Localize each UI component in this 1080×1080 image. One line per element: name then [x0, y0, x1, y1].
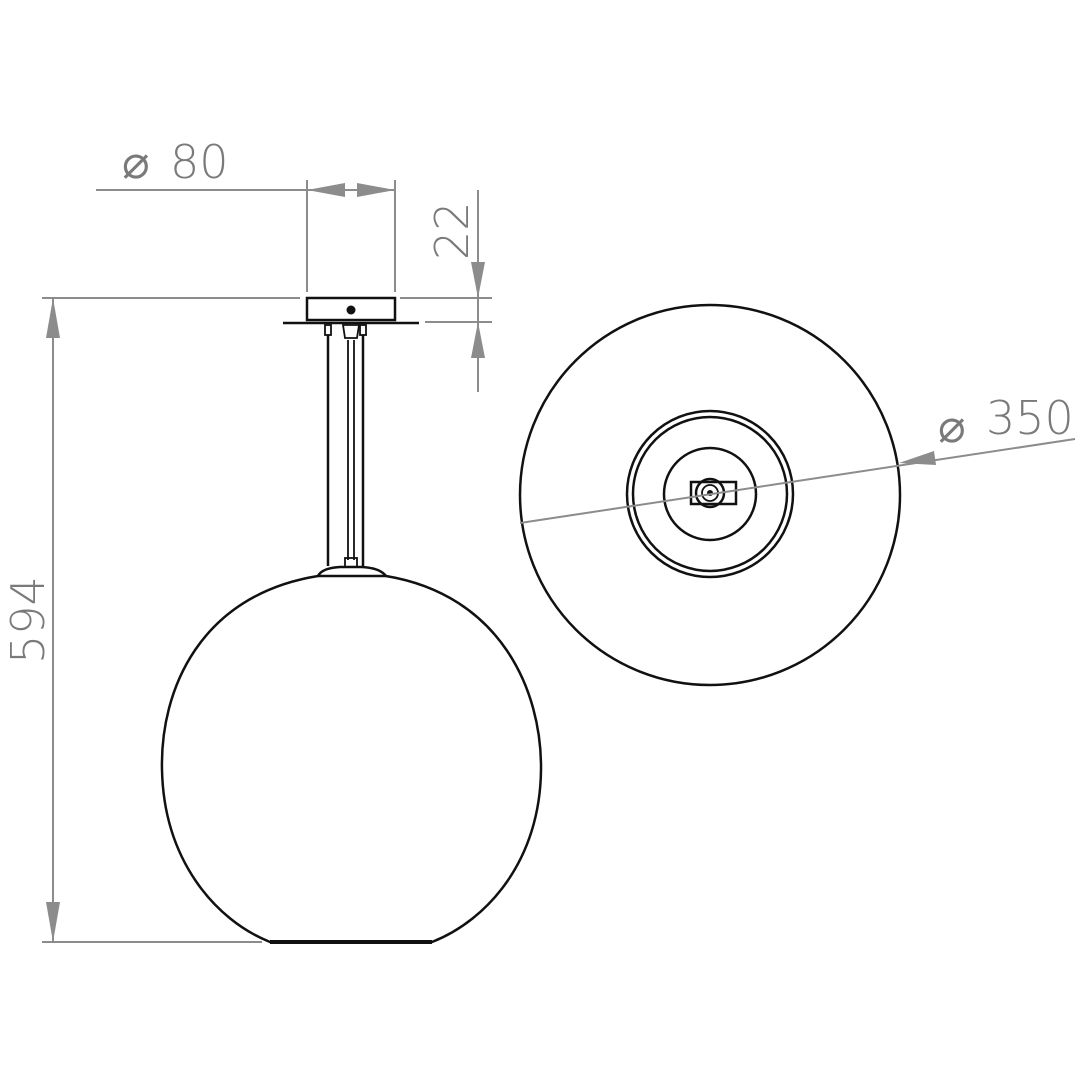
cable-gland [341, 324, 361, 339]
globe-cap [315, 565, 389, 578]
side-view [160, 296, 543, 944]
dimension-total-height: 594 [1, 297, 300, 943]
rod-clamp [344, 557, 358, 568]
dimension-canopy-diameter: ⌀ 80 [96, 135, 396, 292]
globe-diameter-value: 350 [986, 391, 1074, 445]
canopy-height-value: 22 [425, 201, 479, 260]
globe-diameter-symbol: ⌀ [938, 399, 966, 453]
dimension-canopy-height: 22 [400, 190, 492, 392]
globe-top-outline [518, 303, 902, 687]
canopy-diameter-value: 80 [170, 135, 229, 189]
socket-bracket [689, 480, 738, 506]
fitting-left [324, 324, 332, 336]
top-view [518, 303, 902, 687]
opening-inner-ring [631, 415, 789, 573]
dimension-globe-diameter: ⌀ 350 [519, 391, 1076, 524]
cap-ring [662, 446, 758, 542]
fitting-right [359, 324, 367, 336]
total-height-value: 594 [1, 576, 55, 664]
canopy [305, 296, 397, 322]
opening-outer-ring [625, 409, 795, 579]
globe-outline [160, 574, 543, 944]
canopy-diameter-symbol: ⌀ [122, 135, 150, 189]
canopy-screw [346, 305, 356, 315]
